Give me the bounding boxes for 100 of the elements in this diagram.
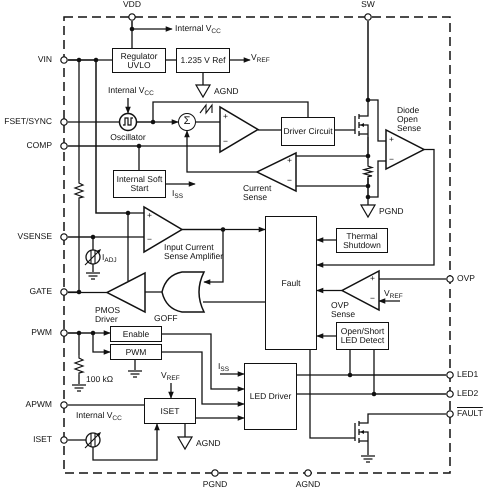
wire [202, 73, 204, 85]
wire [367, 160, 386, 198]
plus-sign: + [287, 156, 293, 165]
wire [349, 350, 446, 376]
pin-label: LED2 [457, 389, 480, 398]
function-block: Thermal Shutdown [336, 228, 388, 253]
pin-label: VDD [122, 0, 142, 9]
wire [196, 121, 220, 123]
function-block: Enable [110, 326, 162, 342]
function-block: Internal Soft Start [113, 170, 166, 198]
signal-arrow [184, 130, 257, 173]
function-block: Driver Circuit [281, 117, 335, 146]
pin-label: VSENSE [16, 232, 52, 241]
function-block: LED Driver [244, 363, 297, 430]
pin-label: SW [360, 0, 376, 9]
wire [68, 121, 119, 123]
minus-sign: − [147, 235, 153, 244]
signal-arrow [162, 333, 245, 392]
signal-label: V$_{REF}$ [384, 289, 403, 298]
wire [367, 413, 446, 420]
wire [296, 137, 369, 157]
wire [367, 444, 369, 455]
ground-symbol [86, 272, 100, 280]
resistor-value: 100 kΩ [86, 375, 114, 384]
signal-arrow [166, 181, 196, 187]
signal-label: Internal V$_{CC}$ [175, 24, 221, 33]
signal-arrow [168, 383, 174, 399]
wire [134, 360, 136, 370]
signal-arrow [316, 288, 342, 294]
signal-arrow [196, 415, 245, 421]
signal-arrow [316, 237, 336, 243]
signal-arrow [182, 228, 224, 285]
wire [379, 278, 446, 280]
signal-label: Internal V$_{CC}$ [108, 86, 154, 95]
function-block: Regulator UVLO [112, 48, 166, 73]
pin-label: APWM [24, 400, 52, 409]
signal-label: I$_{SS}$ [172, 189, 184, 198]
driver-label: PMOS Driver [95, 306, 122, 324]
wire [145, 291, 162, 293]
function-block: ISET [144, 398, 196, 424]
amplifier-label: OVP Sense [331, 301, 356, 319]
function-block: PWM [110, 344, 162, 360]
signal-label: V$_{REF}$ [161, 371, 180, 380]
summing-junction: Σ [178, 113, 196, 131]
wire [309, 350, 355, 439]
pin-label: PWM [30, 328, 52, 337]
plus-sign: + [147, 211, 153, 220]
signal-arrow [316, 148, 435, 268]
ground-symbol [72, 384, 86, 392]
wire [137, 101, 309, 123]
current-label: I$_{ADJ}$ [102, 253, 118, 262]
wire [335, 129, 355, 131]
pin-label: PGND [202, 480, 228, 489]
ground-label: AGND [196, 439, 222, 448]
wire [68, 59, 129, 281]
oscillator-label: Oscillator [109, 133, 147, 142]
wire [166, 59, 176, 61]
wire [184, 424, 186, 437]
plus-sign: + [370, 274, 376, 283]
signal-label: I$_{SS}$ [218, 362, 230, 371]
ground-label: PGND [379, 207, 405, 216]
wire [68, 332, 80, 355]
signal-arrow [230, 57, 251, 63]
signal-arrow [316, 333, 336, 339]
wire [68, 404, 144, 406]
pin-label: ISET [32, 435, 52, 444]
wire [78, 375, 80, 384]
wire [68, 292, 107, 294]
minus-sign: − [287, 176, 293, 185]
wire [258, 129, 281, 131]
minus-sign: − [389, 155, 395, 164]
function-block: Open/Short LED Detect [336, 322, 389, 350]
wire [68, 145, 140, 170]
pin-label: COMP [26, 141, 52, 150]
pin-label: LED1 [457, 370, 480, 379]
plus-sign: + [389, 135, 395, 144]
signal-label: GOFF [154, 314, 179, 323]
signal-arrow [378, 298, 400, 304]
signal-arrow [162, 351, 245, 407]
wire [68, 200, 80, 293]
function-block: 1.235 V Ref [176, 48, 230, 73]
ground-symbol [361, 455, 375, 463]
plus-sign: + [223, 112, 229, 121]
wire [68, 236, 94, 250]
wire [131, 21, 133, 48]
ground-symbol [128, 370, 142, 378]
pin-label: GATE [28, 287, 52, 296]
signal-label: V$_{REF}$ [251, 53, 270, 62]
signal-arrow [125, 98, 131, 114]
current-label: Internal V$_{CC}$ [76, 411, 123, 420]
signal-arrow [92, 423, 160, 461]
ground-label: AGND [214, 87, 240, 96]
pin-label: FAULT [457, 409, 484, 418]
wire [367, 21, 386, 142]
amplifier-label: Diode Open Sense [397, 106, 422, 133]
amplifier-label: Input Current Sense Amplifier [164, 243, 224, 261]
amplifier-label: Current Sense [243, 184, 272, 202]
wire [373, 350, 446, 395]
pin-label: OVP [457, 274, 476, 283]
minus-sign: − [223, 137, 229, 146]
